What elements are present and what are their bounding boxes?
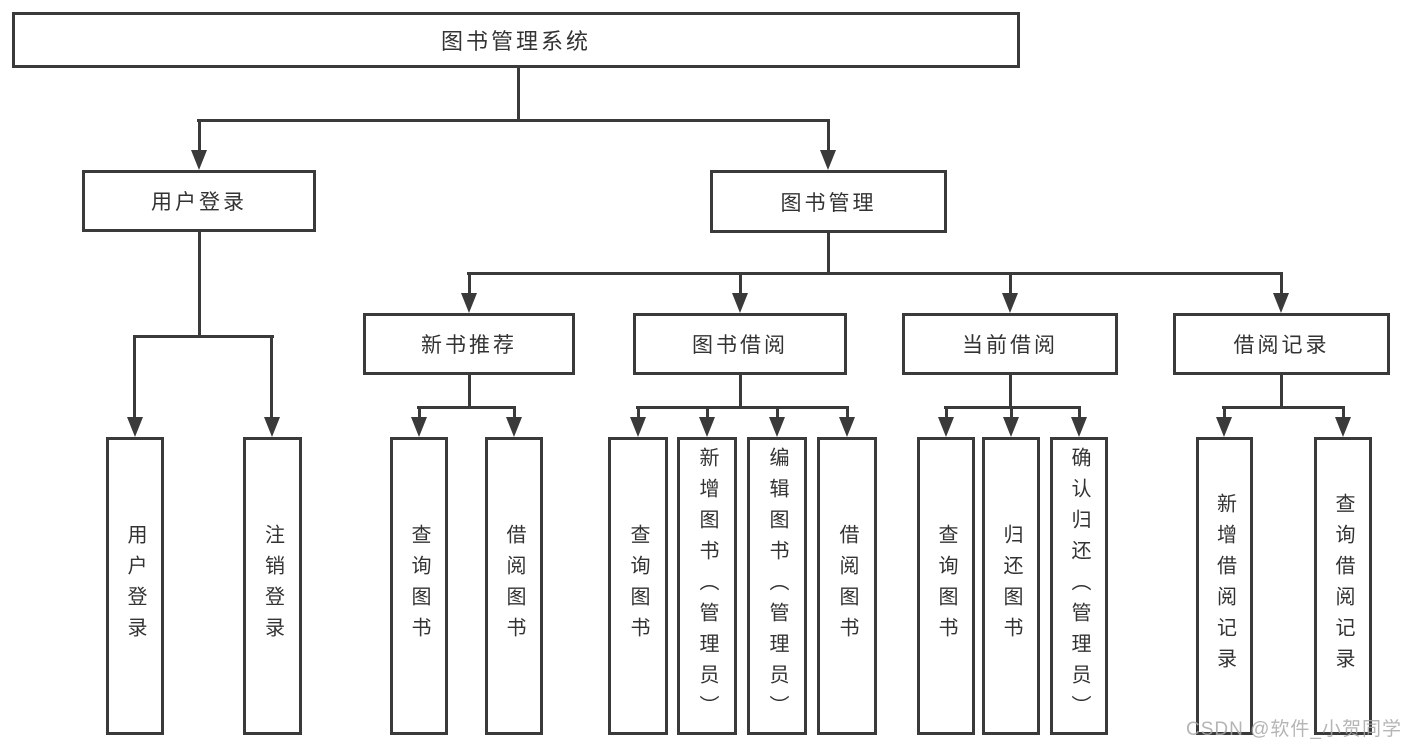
leaf-label: 注销登录	[261, 524, 284, 648]
node-user-login: 用户登录	[82, 170, 316, 232]
connector-line	[1223, 409, 1226, 419]
leaf-label: 查询图书	[935, 524, 957, 648]
leaf-label: 借阅图书	[836, 524, 858, 648]
arrow-down-icon	[191, 150, 207, 170]
connector-line	[1280, 375, 1283, 409]
connector-line	[1342, 409, 1345, 419]
leaf-bb-borrow-books: 借阅图书	[817, 437, 877, 735]
arrow-down-icon	[699, 417, 715, 437]
node-book-borrow: 图书借阅	[633, 313, 847, 375]
connector-line	[418, 409, 421, 419]
node-label: 图书借阅	[692, 334, 788, 357]
leaf-label: 借阅图书	[503, 524, 525, 648]
connector-line	[133, 338, 136, 418]
arrow-down-icon	[839, 417, 855, 437]
leaf-cb-return-books: 归还图书	[982, 437, 1040, 735]
connector-line	[637, 409, 640, 419]
arrow-down-icon	[938, 417, 954, 437]
leaf-label: 新增图书（管理员）	[696, 446, 718, 726]
arrow-down-icon	[1335, 417, 1351, 437]
arrow-down-icon	[630, 417, 646, 437]
connector-line	[468, 375, 471, 409]
connector-line	[827, 233, 830, 275]
leaf-label: 查询图书	[408, 524, 430, 648]
connector-line	[636, 406, 849, 409]
connector-line	[1222, 406, 1345, 409]
node-book-management: 图书管理	[710, 170, 947, 233]
leaf-label: 查询借阅记录	[1332, 493, 1354, 679]
leaf-label: 用户登录	[124, 524, 146, 648]
leaf-nb-borrow-books: 借阅图书	[485, 437, 543, 735]
node-label: 当前借阅	[962, 334, 1058, 357]
connector-line	[706, 409, 709, 419]
arrow-down-icon	[820, 150, 836, 170]
node-borrow-records: 借阅记录	[1173, 313, 1390, 375]
connector-line	[1280, 275, 1283, 295]
connector-line	[945, 409, 948, 419]
connector-line	[1078, 409, 1081, 419]
node-label: 新书推荐	[421, 334, 517, 357]
connector-line	[467, 272, 1283, 275]
arrow-down-icon	[506, 417, 522, 437]
connector-line	[827, 122, 830, 154]
leaf-logout: 注销登录	[243, 437, 302, 735]
node-label: 借阅记录	[1233, 334, 1330, 357]
leaf-bb-add-books-admin: 新增图书（管理员）	[677, 437, 737, 735]
leaf-label: 查询图书	[627, 524, 649, 648]
leaf-bb-query-books: 查询图书	[608, 437, 668, 735]
connector-line	[468, 275, 471, 295]
leaf-label: 确认归还（管理员）	[1068, 446, 1090, 726]
node-label: 图书管理	[780, 191, 877, 215]
leaf-label: 新增借阅记录	[1213, 493, 1236, 679]
arrow-down-icon	[411, 417, 427, 437]
connector-line	[197, 119, 830, 122]
connector-line	[846, 409, 849, 419]
connector-line	[198, 122, 201, 154]
arrow-down-icon	[732, 293, 748, 313]
connector-line	[776, 409, 779, 419]
arrow-down-icon	[1003, 417, 1019, 437]
arrow-down-icon	[769, 417, 785, 437]
csdn-watermark: CSDN @软件_小贺同学	[1186, 719, 1402, 740]
leaf-bb-edit-books-admin: 编辑图书（管理员）	[747, 437, 807, 735]
connector-line	[1010, 409, 1013, 419]
leaf-user-login: 用户登录	[106, 437, 164, 735]
leaf-cb-query-books: 查询图书	[917, 437, 975, 735]
connector-line	[1009, 375, 1012, 409]
arrow-down-icon	[1071, 417, 1087, 437]
node-label: 用户登录	[151, 191, 247, 214]
connector-line	[270, 338, 273, 418]
connector-line	[513, 409, 516, 419]
leaf-label: 归还图书	[1000, 524, 1022, 648]
leaf-cb-confirm-return-admin: 确认归还（管理员）	[1050, 437, 1108, 735]
arrow-down-icon	[1002, 293, 1018, 313]
node-current-borrow: 当前借阅	[902, 313, 1118, 375]
leaf-label: 编辑图书（管理员）	[766, 446, 788, 726]
node-label: 图书管理系统	[440, 29, 591, 54]
node-root: 图书管理系统	[12, 12, 1020, 68]
leaf-br-add-record: 新增借阅记录	[1196, 437, 1253, 735]
leaf-br-query-record: 查询借阅记录	[1314, 437, 1372, 735]
connector-line	[417, 406, 516, 409]
connector-line	[739, 275, 742, 295]
leaf-nb-query-books: 查询图书	[390, 437, 448, 735]
connector-line	[133, 335, 274, 338]
arrow-down-icon	[127, 417, 143, 437]
node-new-book-recommend: 新书推荐	[363, 313, 575, 375]
connector-line	[517, 68, 520, 122]
connector-line	[1009, 275, 1012, 295]
connector-line	[944, 406, 1081, 409]
connector-line	[739, 375, 742, 409]
connector-line	[198, 232, 201, 338]
arrow-down-icon	[264, 417, 280, 437]
arrow-down-icon	[1273, 293, 1289, 313]
arrow-down-icon	[461, 293, 477, 313]
arrow-down-icon	[1216, 417, 1232, 437]
